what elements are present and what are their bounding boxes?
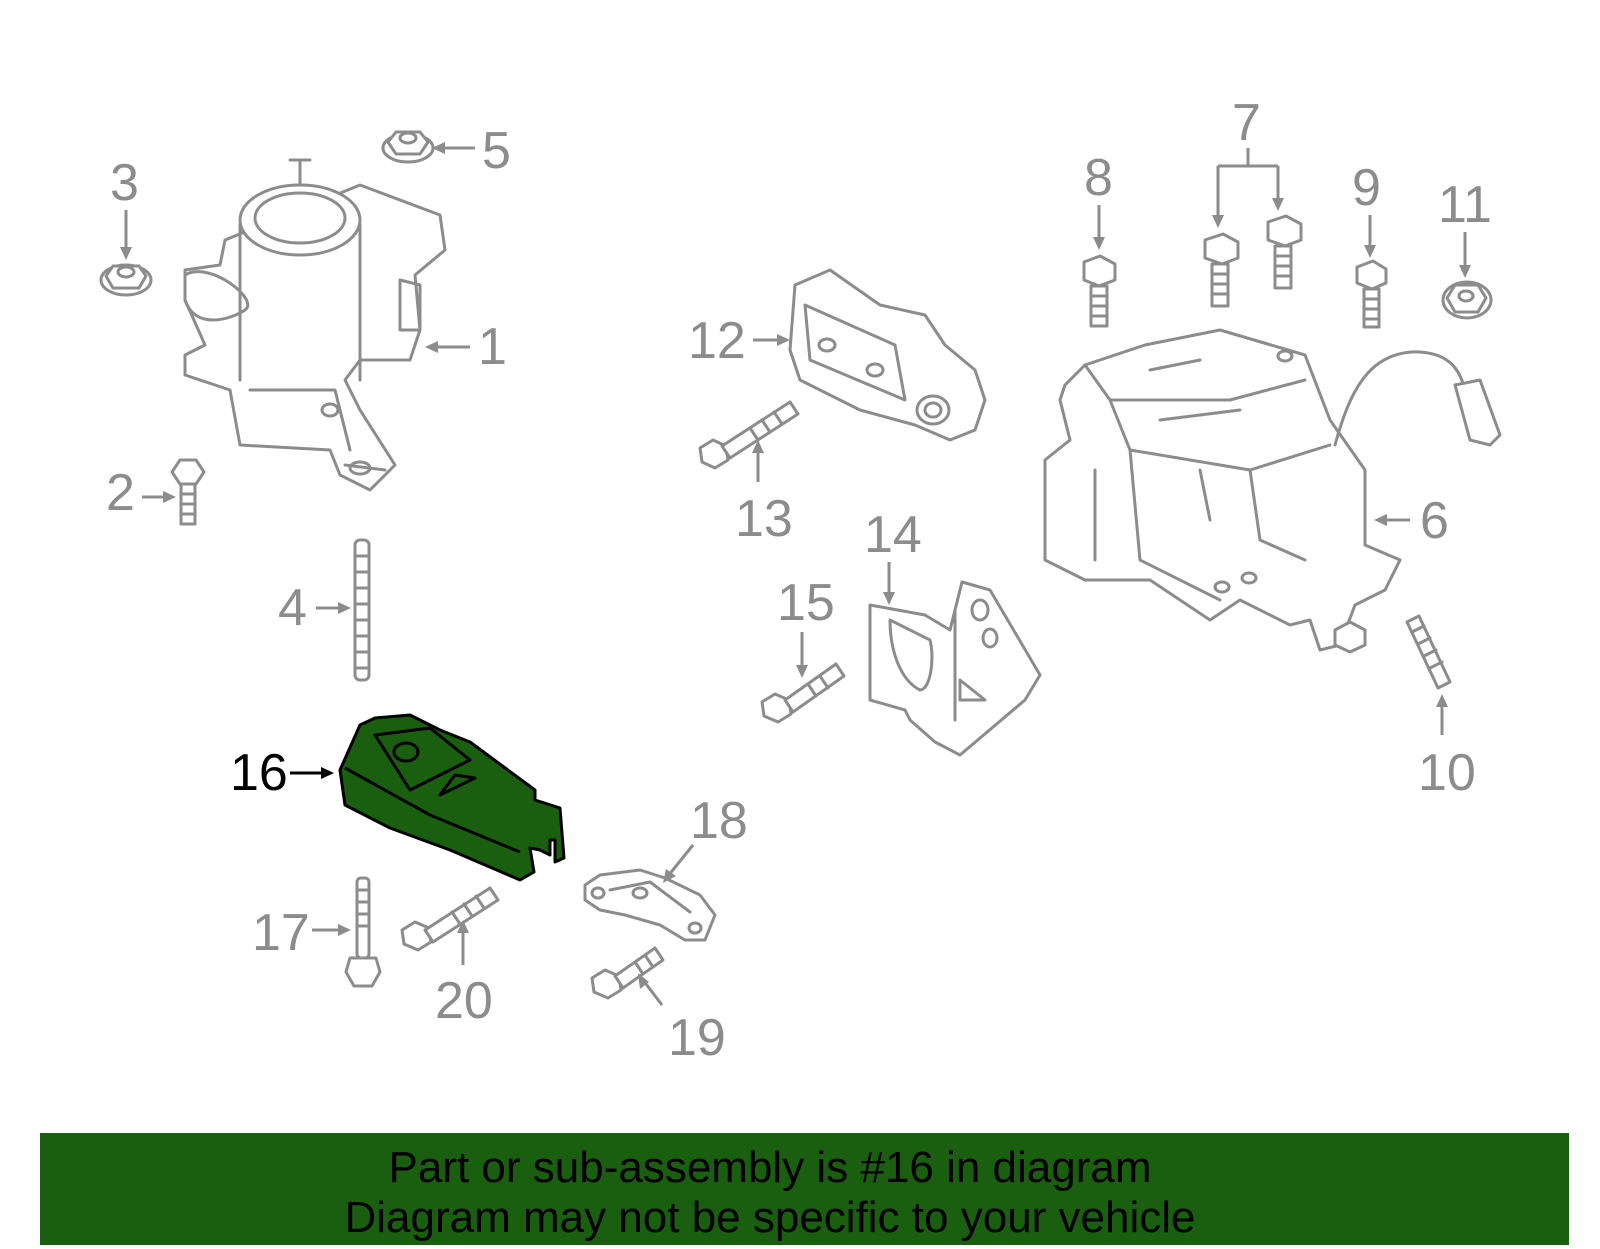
callout-label-19: 19 <box>668 1009 726 1067</box>
callout-10: 10 <box>1418 694 1476 802</box>
callout-label-10: 10 <box>1418 744 1476 802</box>
callout-7: 7 <box>1212 94 1284 228</box>
callout-label-7: 7 <box>1232 94 1261 152</box>
callout-label-15: 15 <box>777 574 835 632</box>
callout-label-8: 8 <box>1084 149 1113 207</box>
callout-1: 1 <box>425 318 507 376</box>
callout-2: 2 <box>106 464 176 522</box>
callout-label-6: 6 <box>1420 492 1449 550</box>
callout-3: 3 <box>110 154 139 260</box>
callout-17: 17 <box>252 904 351 962</box>
part-7-bolt-a[interactable] <box>1203 232 1240 308</box>
part-11-nut[interactable] <box>1441 280 1493 320</box>
callout-label-11: 11 <box>1438 176 1492 234</box>
part-14-bracket[interactable] <box>868 580 1042 757</box>
callout-label-1: 1 <box>478 318 507 376</box>
callout-19: 19 <box>638 973 726 1067</box>
callout-label-12: 12 <box>688 312 746 370</box>
part-15-bolt[interactable] <box>760 662 846 724</box>
callout-5: 5 <box>432 122 511 180</box>
part-18-bracket[interactable] <box>583 868 717 942</box>
banner-disclaimer: Diagram may not be specific to your vehi… <box>344 1193 1196 1242</box>
part-6-transmission-mount[interactable] <box>1043 328 1502 654</box>
part-1-engine-mount[interactable] <box>183 158 447 492</box>
banner-part-notice: Part or sub-assembly is #16 in diagram <box>388 1143 1152 1192</box>
callout-12: 12 <box>688 312 790 370</box>
part-2-bolt[interactable] <box>170 458 206 526</box>
callout-9: 9 <box>1352 159 1381 258</box>
part-17-bolt[interactable] <box>344 876 382 988</box>
notice-banner: Part or sub-assembly is #16 in diagram D… <box>40 1133 1569 1245</box>
callout-label-13: 13 <box>735 490 793 548</box>
callout-16: 16 <box>230 744 334 802</box>
callout-label-4: 4 <box>278 579 307 637</box>
callout-label-5: 5 <box>482 122 511 180</box>
part-9-bolt[interactable] <box>1355 259 1388 329</box>
part-16-mount-bracket[interactable] <box>338 713 566 882</box>
part-10-stud[interactable] <box>1405 614 1452 690</box>
callout-6: 6 <box>1374 492 1449 550</box>
part-13-bolt[interactable] <box>698 400 800 470</box>
part-19-bolt[interactable] <box>590 946 665 1000</box>
callout-8: 8 <box>1084 149 1113 250</box>
part-8-bolt[interactable] <box>1082 254 1117 328</box>
callout-14: 14 <box>864 506 922 605</box>
callout-label-20: 20 <box>435 972 493 1030</box>
callout-15: 15 <box>777 574 835 678</box>
part-5-nut[interactable] <box>381 130 435 164</box>
callout-18: 18 <box>663 792 748 883</box>
callout-4: 4 <box>278 579 351 637</box>
callout-label-18: 18 <box>690 792 748 850</box>
callout-11: 11 <box>1438 176 1492 278</box>
part-20-bolt[interactable] <box>400 886 500 952</box>
part-3-nut[interactable] <box>99 263 153 297</box>
callout-20: 20 <box>435 920 493 1030</box>
part-12-bracket[interactable] <box>788 268 987 442</box>
callout-label-17: 17 <box>252 904 310 962</box>
part-4-stud[interactable] <box>353 538 371 682</box>
callout-label-16: 16 <box>230 744 288 802</box>
callout-13: 13 <box>735 440 793 548</box>
callout-label-14: 14 <box>864 506 922 564</box>
part-7-bolt-b[interactable] <box>1266 214 1303 290</box>
callout-label-2: 2 <box>106 464 135 522</box>
callout-label-9: 9 <box>1352 159 1381 217</box>
callout-label-3: 3 <box>110 154 139 212</box>
